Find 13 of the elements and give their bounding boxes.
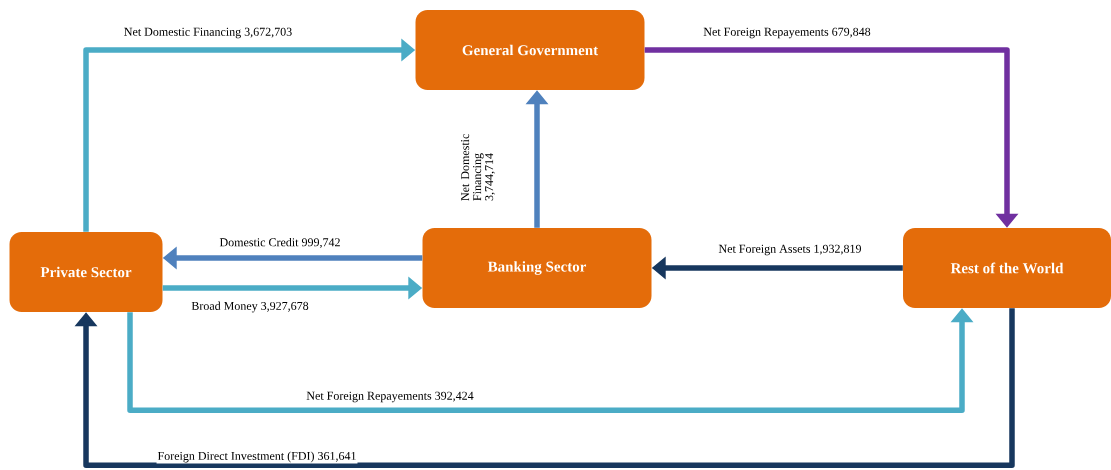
edge-label: Foreign Direct Investment (FDI) 361,641 bbox=[156, 450, 358, 464]
sector-box: Banking Sector bbox=[422, 228, 652, 308]
sector-box: Private Sector bbox=[9, 232, 163, 312]
edge-label: Domestic Credit 999,742 bbox=[218, 236, 342, 250]
arrow bbox=[74, 308, 1015, 468]
sector-box: General Government bbox=[415, 10, 645, 90]
edge-label: Broad Money 3,927,678 bbox=[190, 300, 310, 314]
edge-label: Net Domestic Financing 3,744,714 bbox=[460, 118, 496, 202]
edge-label: Net Foreign Repayements 392,424 bbox=[305, 390, 475, 404]
sector-box: Rest of the World bbox=[903, 228, 1111, 308]
edge-label: Net Foreign Assets 1,932,819 bbox=[717, 243, 863, 257]
edge-label: Net Foreign Repayements 679,848 bbox=[702, 26, 872, 40]
edge-label: Net Domestic Financing 3,672,703 bbox=[122, 26, 294, 40]
